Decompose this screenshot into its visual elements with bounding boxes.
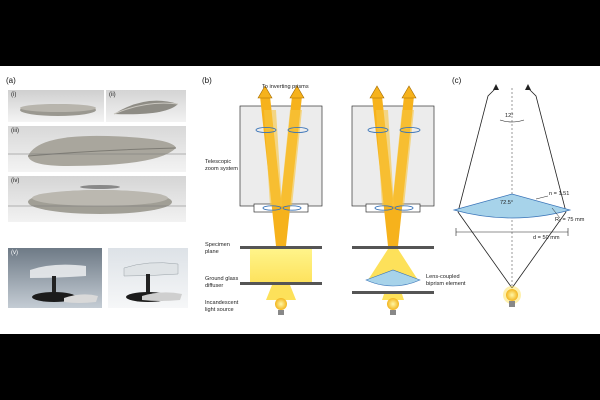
photo-v-right	[108, 248, 188, 308]
photo-ii	[106, 90, 186, 122]
zoom-box-right	[351, 105, 435, 207]
biprism-element	[365, 269, 421, 287]
angle-apex-label: 72.5°	[500, 200, 514, 206]
label-source-1: Incandescent	[205, 300, 239, 306]
photo-iii	[8, 126, 186, 172]
photo-v-left	[8, 248, 102, 308]
bulb-left	[275, 298, 287, 310]
angle-arc-top	[499, 119, 525, 123]
label-to-prisms: To inverting prisms	[262, 84, 309, 90]
panel-b-label: (b)	[202, 76, 212, 85]
figure-panel: (a) (i) (ii) (iii) (iv)	[0, 66, 600, 334]
label-zoom-1: Telescopic	[205, 159, 232, 165]
lens-on-stand-right	[123, 262, 182, 302]
arrow-up-right-2	[401, 85, 417, 99]
panel-a-label: (a)	[6, 76, 16, 85]
label-source-2: light source	[205, 307, 234, 313]
diffuser-glow-left	[250, 249, 312, 285]
specimen-plane-right	[352, 246, 434, 249]
arrow-up-right-1	[369, 85, 385, 99]
arrow-up-left-1	[257, 85, 273, 99]
lens-render-i	[20, 104, 96, 116]
label-diffuser-1: Ground glass	[205, 276, 239, 282]
zoom-box-left	[239, 105, 323, 207]
biprism-lens-c	[452, 193, 572, 219]
diffuser-left	[240, 282, 322, 285]
sublabel-v: (v)	[11, 250, 18, 256]
angle-top-label: 12°	[505, 113, 514, 119]
lens-render-iv	[8, 185, 186, 214]
bulb-right	[387, 298, 399, 310]
refractive-index-label: n = 1.51	[549, 191, 570, 197]
label-biprism-1: Lens-coupled	[426, 274, 460, 280]
sublabel-iv: (iv)	[11, 178, 20, 184]
sublabel-ii: (ii)	[109, 92, 116, 98]
zoom-lens-left-1	[255, 126, 277, 134]
panel-c-label: (c)	[452, 76, 462, 85]
label-specimen-2: plane	[205, 249, 219, 255]
radius-label: R₁ = 75 mm	[555, 217, 585, 223]
zoom-lens-left-2	[287, 126, 309, 134]
diameter-label: d = 50 mm	[533, 235, 560, 241]
label-biprism-2: biprism element	[426, 281, 466, 287]
lens-render-iii	[8, 135, 186, 166]
sublabel-i: (i)	[11, 92, 17, 98]
arrow-up-left-2	[289, 85, 305, 99]
sublabel-iii: (iii)	[11, 128, 19, 134]
photo-iv	[8, 176, 186, 222]
bulb-c	[506, 289, 518, 301]
label-diffuser-2: diffuser	[205, 283, 224, 289]
optical-setup-diagram	[239, 84, 572, 315]
lens-render-ii	[113, 100, 179, 115]
label-zoom-2: zoom system	[205, 166, 238, 172]
label-specimen-1: Specimen	[205, 242, 230, 248]
diffuser-right	[352, 291, 434, 294]
photo-i	[8, 90, 104, 122]
specimen-plane-left	[240, 246, 322, 249]
lens-on-stand-left	[30, 264, 98, 303]
